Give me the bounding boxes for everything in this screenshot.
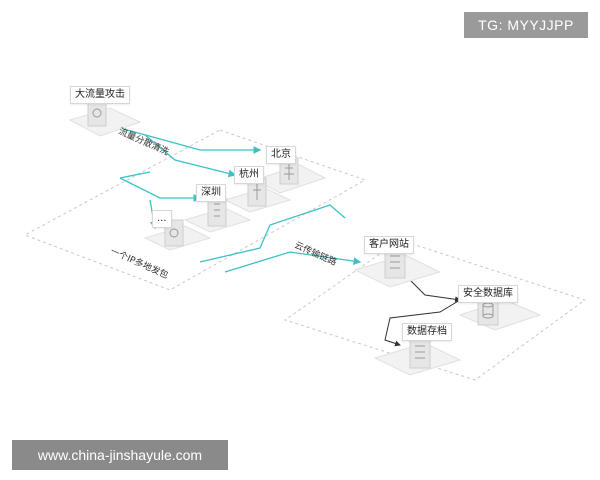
shenzhen-server: [183, 197, 252, 233]
node-label-attack: 大流量攻击: [70, 86, 130, 104]
flow-line: [144, 134, 237, 178]
hangzhou-server: [223, 177, 292, 213]
node-label-client-site: 客户网站: [364, 236, 414, 254]
watermark-tg: TG: MYYJJPP: [464, 12, 588, 38]
db-link: [409, 279, 461, 303]
watermark-url: www.china-jinshayule.com: [12, 440, 228, 470]
flow-line: [119, 177, 202, 202]
node-label-data-archive: 数据存档: [402, 323, 452, 341]
data-archive-server: [373, 337, 462, 376]
node-label-more: ...: [152, 210, 172, 228]
client-site-server: [353, 247, 442, 288]
attack-server: [68, 99, 142, 137]
flow-line: [119, 171, 151, 179]
beijing-server: [253, 157, 327, 194]
node-label-shenzhen: 深圳: [196, 184, 226, 202]
node-label-hangzhou: 杭州: [234, 166, 264, 184]
node-label-beijing: 北京: [266, 146, 296, 164]
archive-link: [384, 299, 461, 347]
flow-line: [224, 251, 362, 273]
protected-region-zone: [283, 239, 587, 381]
flow-line: [199, 204, 346, 263]
cdn-region-zone: [23, 129, 367, 291]
flow-line: [119, 127, 262, 154]
node-label-secure-db: 安全数据库: [458, 285, 518, 303]
more-server: [143, 219, 212, 251]
